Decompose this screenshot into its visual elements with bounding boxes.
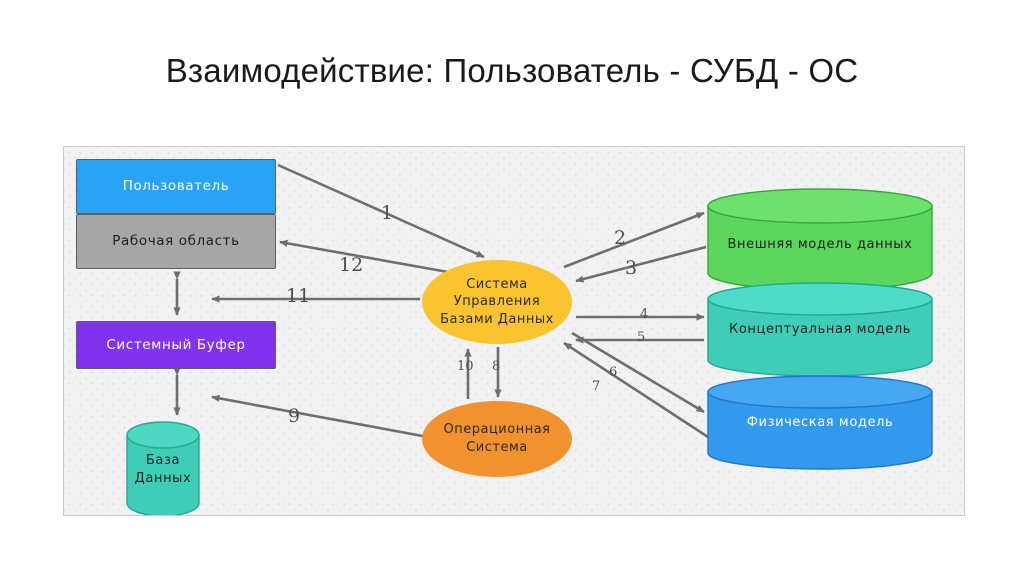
node-workspace[interactable]: Рабочая область [76, 214, 276, 269]
node-dbms-label-line3: Базами Данных [440, 311, 554, 327]
connector-label-8: 8 [492, 359, 501, 374]
connector-label-3: 3 [625, 257, 638, 279]
connector-6 [571, 331, 705, 414]
connector-layer [126, 163, 933, 515]
node-dbms-label: Система Управления Базами Данных [440, 276, 554, 329]
connector-label-5: 5 [637, 330, 646, 345]
node-os-label-line2: Система [466, 440, 528, 455]
node-dbms-label-line2: Управления [453, 294, 541, 310]
connector-label-12: 12 [339, 254, 364, 276]
cylinder-conceptual-model [707, 282, 933, 377]
connector-label-2: 2 [614, 227, 627, 249]
node-os-label-line1: Операционная [443, 422, 551, 438]
connector-label-7: 7 [592, 379, 601, 394]
node-dbms-label-line1: Система [466, 276, 528, 292]
node-os[interactable]: Операционная Система [422, 401, 572, 477]
node-buffer-label: Системный Буфер [106, 336, 246, 353]
node-os-label: Операционная Система [444, 421, 551, 456]
connector-9 [211, 394, 429, 439]
connector-label-1: 1 [381, 202, 394, 224]
connector-1 [277, 163, 485, 259]
connector-2 [563, 211, 705, 269]
diagram-panel: Пользователь Рабочая область Системный Б… [63, 146, 965, 516]
page-title: Взаимодействие: Пользователь - СУБД - ОС [165, 52, 859, 89]
node-user[interactable]: Пользователь [76, 159, 276, 214]
connector-label-10: 10 [457, 359, 474, 374]
connector-label-6: 6 [609, 365, 618, 380]
node-buffer[interactable]: Системный Буфер [76, 321, 276, 369]
cylinder-database [126, 421, 200, 515]
node-workspace-label: Рабочая область [112, 233, 240, 250]
cylinder-external-model [707, 188, 933, 291]
connector-label-11: 11 [286, 285, 311, 307]
cylinder-physical-model [707, 375, 933, 470]
node-user-label: Пользователь [122, 178, 230, 195]
connector-7 [563, 341, 709, 439]
connector-label-9: 9 [288, 405, 301, 427]
connector-3 [575, 245, 707, 283]
node-dbms[interactable]: Система Управления Базами Данных [422, 260, 572, 344]
connector-label-4: 4 [640, 307, 649, 322]
